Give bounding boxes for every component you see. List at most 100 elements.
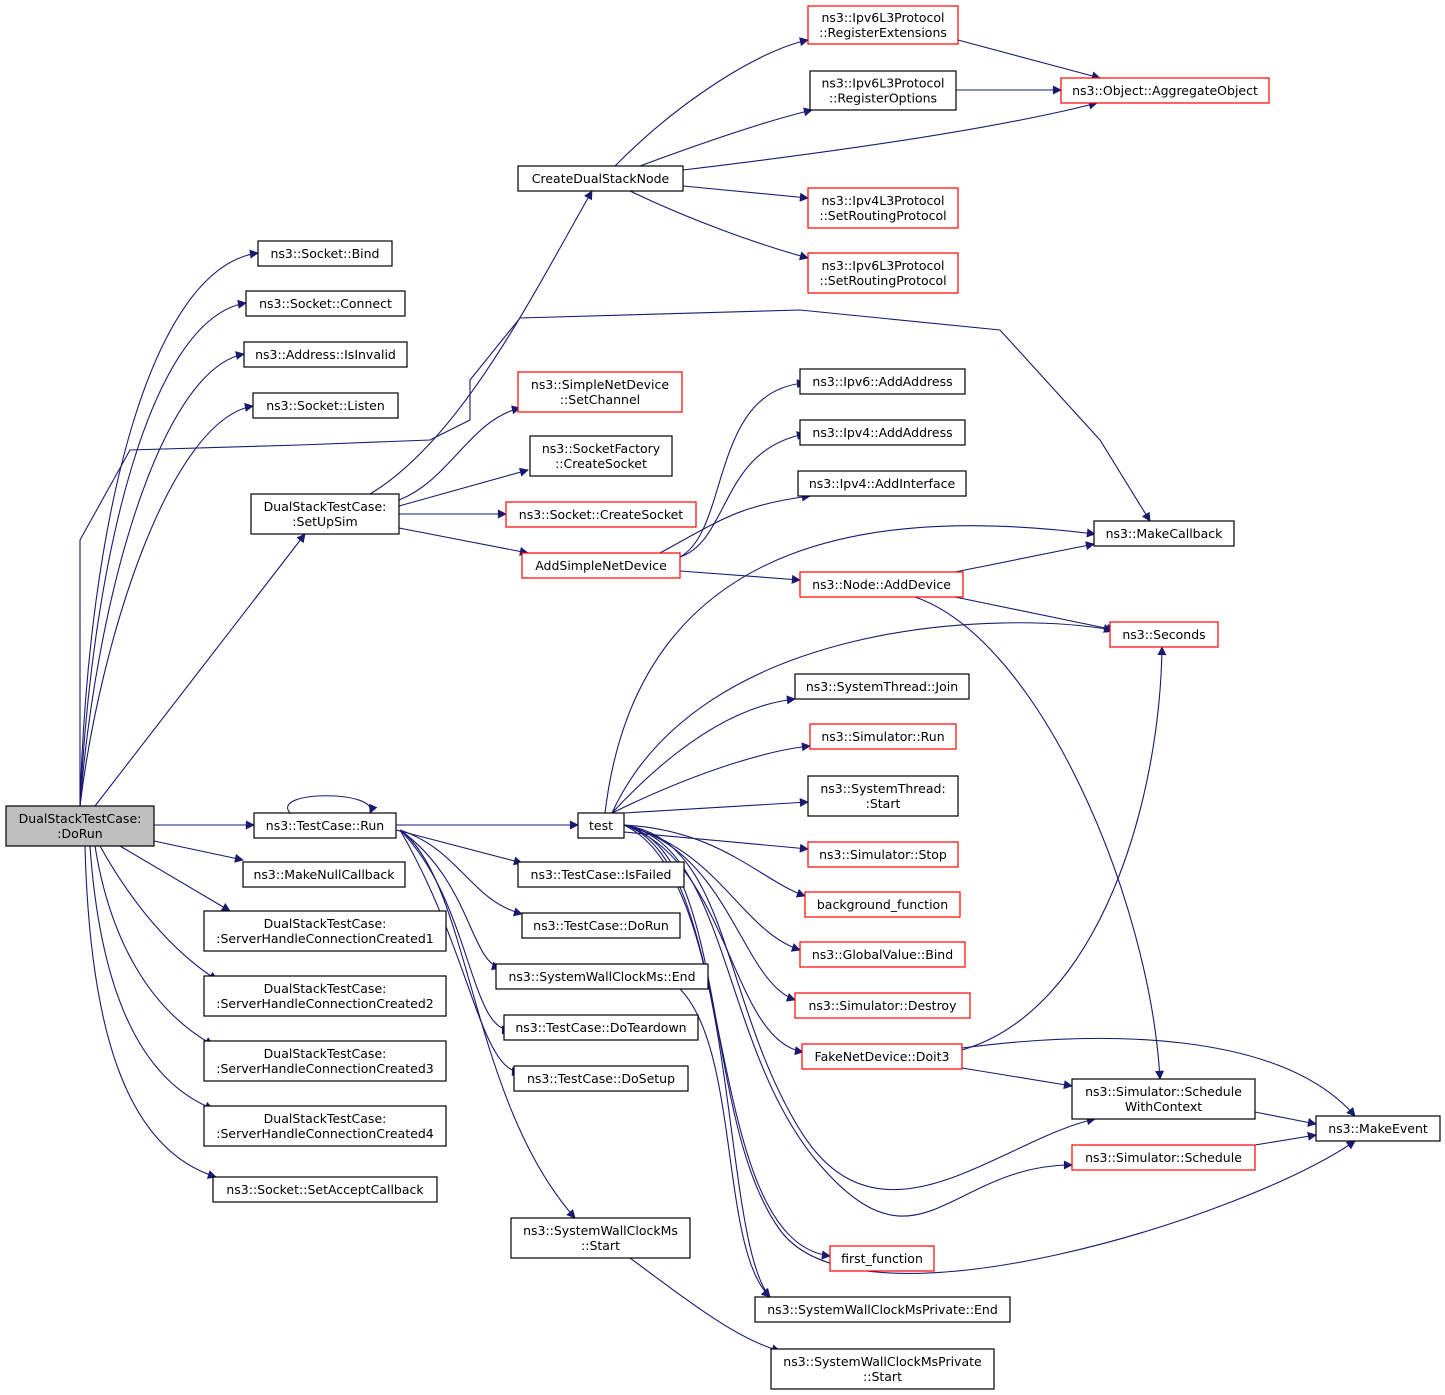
node-socketListen[interactable]: ns3::Socket::Listen xyxy=(252,392,399,419)
node-box[interactable] xyxy=(1093,520,1235,547)
node-box[interactable] xyxy=(1109,621,1219,648)
node-box[interactable] xyxy=(799,571,964,598)
node-setUpSim[interactable]: DualStackTestCase::SetUpSim xyxy=(250,493,400,535)
node-box[interactable] xyxy=(203,1105,447,1147)
node-setAcceptCallback[interactable]: ns3::Socket::SetAcceptCallback xyxy=(212,1176,438,1203)
node-box[interactable] xyxy=(505,501,697,528)
node-box[interactable] xyxy=(513,1065,689,1092)
node-box[interactable] xyxy=(503,1014,699,1041)
node-simulatorRun[interactable]: ns3::Simulator::Run xyxy=(809,723,957,750)
node-serverHandle2[interactable]: DualStackTestCase::ServerHandleConnectio… xyxy=(203,975,447,1017)
node-box[interactable] xyxy=(203,910,447,952)
node-ipv4AddInterface[interactable]: ns3::Ipv4::AddInterface xyxy=(797,470,967,497)
node-testCaseRun[interactable]: ns3::TestCase::Run xyxy=(253,812,397,839)
node-box[interactable] xyxy=(1071,1144,1256,1171)
node-box[interactable] xyxy=(243,341,408,368)
node-box[interactable] xyxy=(807,841,959,868)
node-addSimpleNetDevice[interactable]: AddSimpleNetDevice xyxy=(521,552,681,579)
node-globalValueBind[interactable]: ns3::GlobalValue::Bind xyxy=(799,941,966,968)
node-box[interactable] xyxy=(212,1176,438,1203)
node-makeEvent[interactable]: ns3::MakeEvent xyxy=(1315,1115,1441,1142)
node-seconds[interactable]: ns3::Seconds xyxy=(1109,621,1219,648)
node-aggregateObject[interactable]: ns3::Object::AggregateObject xyxy=(1060,77,1270,104)
node-wallClockStart[interactable]: ns3::SystemWallClockMs::Start xyxy=(510,1217,691,1259)
node-box[interactable] xyxy=(1060,77,1270,104)
node-box[interactable] xyxy=(794,992,971,1019)
node-box[interactable] xyxy=(807,775,959,817)
node-systemThreadStart[interactable]: ns3::SystemThread::Start xyxy=(807,775,959,817)
node-box[interactable] xyxy=(517,371,683,413)
node-firstFunction[interactable]: first_function xyxy=(829,1245,935,1272)
node-systemThreadJoin[interactable]: ns3::SystemThread::Join xyxy=(794,673,970,700)
node-simulatorStop[interactable]: ns3::Simulator::Stop xyxy=(807,841,959,868)
node-box[interactable] xyxy=(245,290,406,317)
node-box[interactable] xyxy=(510,1217,691,1259)
node-testCaseDoRun[interactable]: ns3::TestCase::DoRun xyxy=(521,912,681,939)
node-box[interactable] xyxy=(829,1245,935,1272)
node-doRunRoot[interactable]: DualStackTestCase::DoRun xyxy=(5,805,155,847)
node-box[interactable] xyxy=(799,419,966,446)
node-box[interactable] xyxy=(754,1296,1011,1323)
node-box[interactable] xyxy=(203,975,447,1017)
node-box[interactable] xyxy=(5,805,155,847)
node-ipv6SetRoutingProtocol[interactable]: ns3::Ipv6L3Protocol::SetRoutingProtocol xyxy=(807,252,959,294)
node-box[interactable] xyxy=(809,70,957,111)
node-simulatorDestroy[interactable]: ns3::Simulator::Destroy xyxy=(794,992,971,1019)
node-box[interactable] xyxy=(203,1040,447,1082)
node-wallClockEnd[interactable]: ns3::SystemWallClockMs::End xyxy=(495,963,709,990)
node-box[interactable] xyxy=(529,435,673,477)
node-testCaseIsFailed[interactable]: ns3::TestCase::IsFailed xyxy=(517,861,685,888)
node-socketFactoryCreateSocket[interactable]: ns3::SocketFactory::CreateSocket xyxy=(529,435,673,477)
node-box[interactable] xyxy=(807,252,959,294)
node-box[interactable] xyxy=(799,941,966,968)
node-box[interactable] xyxy=(257,240,393,267)
node-backgroundFunction[interactable]: background_function xyxy=(804,891,961,918)
node-ipv6RegisterExtensions[interactable]: ns3::Ipv6L3Protocol::RegisterExtensions xyxy=(807,5,959,45)
node-box[interactable] xyxy=(807,187,959,229)
node-wallClockPrivateStart[interactable]: ns3::SystemWallClockMsPrivate::Start xyxy=(770,1348,995,1390)
node-box[interactable] xyxy=(252,392,399,419)
node-box[interactable] xyxy=(517,861,685,888)
node-box[interactable] xyxy=(799,368,966,395)
node-ipv4SetRoutingProtocol[interactable]: ns3::Ipv4L3Protocol::SetRoutingProtocol xyxy=(807,187,959,229)
node-testCaseDoSetup[interactable]: ns3::TestCase::DoSetup xyxy=(513,1065,689,1092)
node-box[interactable] xyxy=(770,1348,995,1390)
node-box[interactable] xyxy=(1071,1078,1256,1120)
node-wallClockPrivateEnd[interactable]: ns3::SystemWallClockMsPrivate::End xyxy=(754,1296,1011,1323)
node-socketCreateSocket[interactable]: ns3::Socket::CreateSocket xyxy=(505,501,697,528)
node-box[interactable] xyxy=(521,912,681,939)
node-socketConnect[interactable]: ns3::Socket::Connect xyxy=(245,290,406,317)
node-box[interactable] xyxy=(1315,1115,1441,1142)
node-serverHandle3[interactable]: DualStackTestCase::ServerHandleConnectio… xyxy=(203,1040,447,1082)
node-box[interactable] xyxy=(242,861,406,888)
node-ipv6RegisterOptions[interactable]: ns3::Ipv6L3Protocol::RegisterOptions xyxy=(809,70,957,111)
node-box[interactable] xyxy=(804,891,961,918)
node-ipv6AddAddress[interactable]: ns3::Ipv6::AddAddress xyxy=(799,368,966,395)
node-box[interactable] xyxy=(521,552,681,579)
node-serverHandle4[interactable]: DualStackTestCase::ServerHandleConnectio… xyxy=(203,1105,447,1147)
node-test[interactable]: test xyxy=(577,812,625,839)
node-box[interactable] xyxy=(577,812,625,839)
node-box[interactable] xyxy=(797,470,967,497)
node-fakeNetDeviceDoit3[interactable]: FakeNetDevice::Doit3 xyxy=(801,1043,963,1070)
node-box[interactable] xyxy=(807,5,959,45)
node-ipv4AddAddress[interactable]: ns3::Ipv4::AddAddress xyxy=(799,419,966,446)
node-simulatorSchedule[interactable]: ns3::Simulator::Schedule xyxy=(1071,1144,1256,1171)
node-box[interactable] xyxy=(495,963,709,990)
node-simpleNetDeviceSetChannel[interactable]: ns3::SimpleNetDevice::SetChannel xyxy=(517,371,683,413)
node-box[interactable] xyxy=(809,723,957,750)
node-testCaseDoTeardown[interactable]: ns3::TestCase::DoTeardown xyxy=(503,1014,699,1041)
node-box[interactable] xyxy=(253,812,397,839)
node-createDualStackNode[interactable]: CreateDualStackNode xyxy=(517,165,684,192)
node-nodeAddDevice[interactable]: ns3::Node::AddDevice xyxy=(799,571,964,598)
node-makeCallback[interactable]: ns3::MakeCallback xyxy=(1093,520,1235,547)
node-makeNullCallback[interactable]: ns3::MakeNullCallback xyxy=(242,861,406,888)
node-box[interactable] xyxy=(250,493,400,535)
node-box[interactable] xyxy=(794,673,970,700)
node-socketBind[interactable]: ns3::Socket::Bind xyxy=(257,240,393,267)
node-box[interactable] xyxy=(801,1043,963,1070)
node-addressIsInvalid[interactable]: ns3::Address::IsInvalid xyxy=(243,341,408,368)
node-box[interactable] xyxy=(517,165,684,192)
node-serverHandle1[interactable]: DualStackTestCase::ServerHandleConnectio… xyxy=(203,910,447,952)
